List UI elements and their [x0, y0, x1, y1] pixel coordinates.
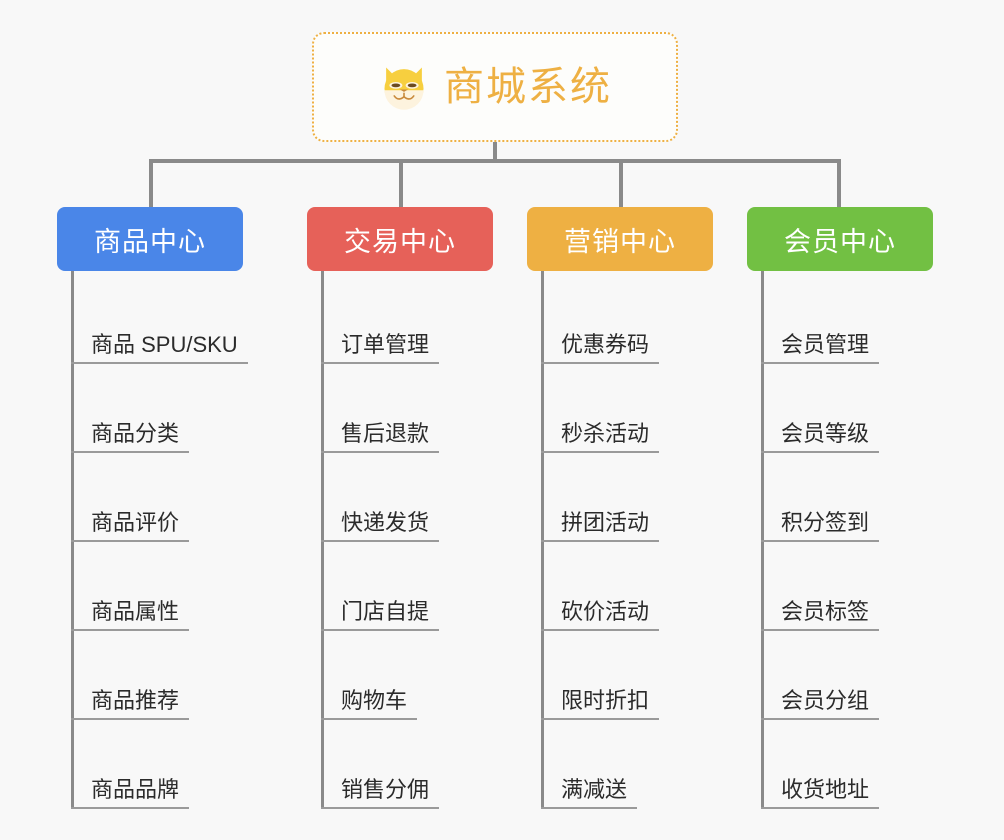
branch-header-2[interactable]: 交易中心: [307, 207, 493, 271]
connector-drop-4: [837, 159, 841, 207]
branch-items-3: 优惠券码 秒杀活动 拼团活动 砍价活动 限时折扣 满减送: [527, 271, 713, 809]
connector-drop-3: [619, 159, 623, 207]
leaf-underline: [761, 362, 879, 364]
leaf-underline: [321, 718, 417, 720]
leaf-underline: [541, 629, 659, 631]
leaf-underline: [321, 540, 439, 542]
leaf-label: 收货地址: [781, 776, 870, 802]
leaf-underline: [321, 362, 439, 364]
leaf-underline: [761, 451, 879, 453]
branch-items-2: 订单管理 售后退款 快递发货 门店自提 购物车 销售分佣: [307, 271, 493, 809]
leaf-item[interactable]: 会员管理: [747, 275, 933, 364]
leaf-item[interactable]: 会员等级: [747, 364, 933, 453]
leaf-underline: [541, 540, 659, 542]
leaf-item[interactable]: 砍价活动: [527, 542, 713, 631]
leaf-item[interactable]: 销售分佣: [307, 720, 493, 809]
leaf-underline: [71, 362, 248, 364]
leaf-label: 商品品牌: [91, 776, 180, 802]
leaf-underline: [541, 718, 659, 720]
leaf-label: 快递发货: [341, 509, 430, 535]
leaf-label: 满减送: [561, 776, 628, 802]
leaf-underline: [541, 807, 637, 809]
leaf-label: 秒杀活动: [561, 420, 650, 446]
leaf-label: 售后退款: [341, 420, 430, 446]
leaf-item[interactable]: 门店自提: [307, 542, 493, 631]
leaf-item[interactable]: 限时折扣: [527, 631, 713, 720]
leaf-label: 拼团活动: [561, 509, 650, 535]
leaf-item[interactable]: 会员分组: [747, 631, 933, 720]
leaf-item[interactable]: 购物车: [307, 631, 493, 720]
leaf-label: 优惠券码: [561, 331, 650, 357]
leaf-underline: [71, 629, 189, 631]
leaf-item[interactable]: 商品 SPU/SKU: [57, 275, 248, 364]
leaf-item[interactable]: 满减送: [527, 720, 713, 809]
leaf-item[interactable]: 积分签到: [747, 453, 933, 542]
branch-column-2: 交易中心 订单管理 售后退款 快递发货 门店自提 购物车: [307, 207, 493, 809]
leaf-label: 会员标签: [781, 598, 870, 624]
branch-items-1: 商品 SPU/SKU 商品分类 商品评价 商品属性 商品推荐 商品品牌: [57, 271, 248, 809]
leaf-underline: [321, 807, 439, 809]
leaf-underline: [761, 807, 879, 809]
leaf-underline: [71, 451, 189, 453]
connector-drop-1: [149, 159, 153, 207]
leaf-label: 订单管理: [341, 331, 430, 357]
root-node[interactable]: 商城系统: [312, 32, 678, 142]
connector-horizontal-bus: [149, 159, 841, 163]
leaf-item[interactable]: 收货地址: [747, 720, 933, 809]
leaf-item[interactable]: 售后退款: [307, 364, 493, 453]
leaf-item[interactable]: 会员标签: [747, 542, 933, 631]
leaf-label: 商品 SPU/SKU: [91, 331, 238, 357]
leaf-label: 购物车: [341, 687, 408, 713]
leaf-underline: [761, 718, 879, 720]
leaf-item[interactable]: 拼团活动: [527, 453, 713, 542]
leaf-label: 门店自提: [341, 598, 430, 624]
leaf-underline: [541, 362, 659, 364]
leaf-label: 商品推荐: [91, 687, 180, 713]
branch-items-4: 会员管理 会员等级 积分签到 会员标签 会员分组 收货地址: [747, 271, 933, 809]
shiba-dog-face-icon: [378, 61, 430, 113]
leaf-item[interactable]: 秒杀活动: [527, 364, 713, 453]
leaf-item[interactable]: 快递发货: [307, 453, 493, 542]
leaf-label: 商品分类: [91, 420, 180, 446]
leaf-underline: [541, 451, 659, 453]
branch-column-4: 会员中心 会员管理 会员等级 积分签到 会员标签 会员分组: [747, 207, 933, 809]
branch-header-4[interactable]: 会员中心: [747, 207, 933, 271]
root-title: 商城系统: [444, 65, 612, 109]
connector-drop-2: [399, 159, 403, 207]
leaf-underline: [71, 540, 189, 542]
leaf-label: 会员等级: [781, 420, 870, 446]
leaf-label: 商品评价: [91, 509, 180, 535]
leaf-underline: [321, 451, 439, 453]
leaf-item[interactable]: 商品品牌: [57, 720, 243, 809]
connector-root-stem: [493, 142, 497, 161]
leaf-item[interactable]: 商品评价: [57, 453, 243, 542]
leaf-underline: [71, 807, 189, 809]
leaf-item[interactable]: 商品分类: [57, 364, 243, 453]
leaf-item[interactable]: 商品属性: [57, 542, 243, 631]
leaf-label: 砍价活动: [561, 598, 650, 624]
leaf-underline: [321, 629, 439, 631]
leaf-underline: [71, 718, 189, 720]
leaf-label: 积分签到: [781, 509, 870, 535]
leaf-item[interactable]: 商品推荐: [57, 631, 243, 720]
branch-header-3[interactable]: 营销中心: [527, 207, 713, 271]
leaf-item[interactable]: 订单管理: [307, 275, 493, 364]
branch-column-1: 商品中心 商品 SPU/SKU 商品分类 商品评价 商品属性 商品推荐: [57, 207, 248, 809]
leaf-underline: [761, 540, 879, 542]
leaf-label: 销售分佣: [341, 776, 430, 802]
leaf-label: 会员管理: [781, 331, 870, 357]
leaf-label: 商品属性: [91, 598, 180, 624]
leaf-label: 限时折扣: [561, 687, 650, 713]
branch-header-1[interactable]: 商品中心: [57, 207, 243, 271]
leaf-label: 会员分组: [781, 687, 870, 713]
branch-column-3: 营销中心 优惠券码 秒杀活动 拼团活动 砍价活动 限时折扣: [527, 207, 713, 809]
leaf-item[interactable]: 优惠券码: [527, 275, 713, 364]
leaf-underline: [761, 629, 879, 631]
